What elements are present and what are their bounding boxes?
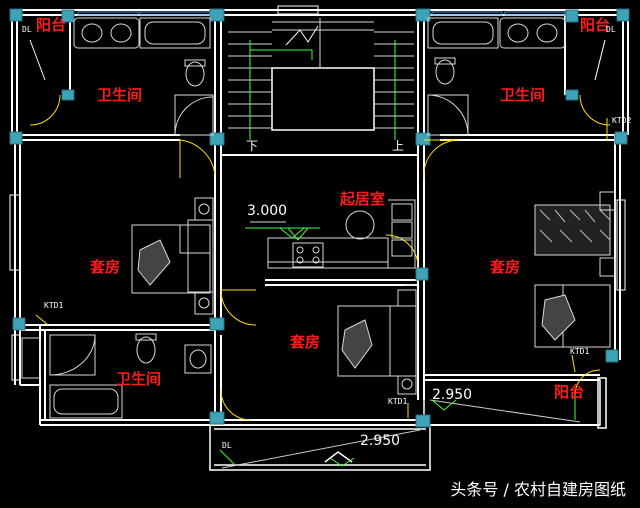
room-label-bath-top-left: 卫生间 (97, 86, 143, 104)
doors (29, 94, 611, 421)
staircase (228, 18, 414, 140)
room-label-balcony-top-right: 阳台 (580, 16, 611, 34)
room-label-balcony-top-left: 阳台 (36, 16, 67, 34)
yellow-ticks (35, 118, 608, 418)
room-label-bath-bottom-left: 卫生间 (116, 370, 162, 388)
bath-fixtures-top-left (73, 17, 214, 136)
stair-up-label: 上 (392, 139, 405, 153)
room-label-suite-left: 套房 (90, 258, 121, 276)
tag-dl-bottom: DL (222, 441, 232, 450)
structural-columns (9, 8, 630, 428)
elevation-balcony: 2.950 (432, 387, 473, 403)
elevation-living: 3.000 (247, 203, 288, 219)
tag-dl-top-left: DL (22, 25, 32, 34)
bed-left-suite (131, 197, 214, 315)
room-label-balcony-bottom-right: 阳台 (554, 383, 585, 401)
bed-center-suite (337, 284, 418, 395)
living-furniture (250, 199, 416, 269)
bed-right-suite (534, 191, 616, 348)
bath-fixtures-top-right (427, 17, 566, 136)
windows (9, 5, 626, 381)
right-balcony (423, 377, 607, 429)
watermark-text: 头条号 / 农村自建房图纸 (450, 480, 626, 499)
room-label-bath-top-right: 卫生间 (500, 86, 546, 104)
bath-fixtures-bottom-left (21, 333, 212, 419)
tag-ktd1-left: KTD1 (44, 301, 64, 310)
bottom-balcony (209, 424, 431, 471)
elevation-bottom-balcony: 2.950 (360, 433, 401, 449)
room-label-living: 起居室 (340, 190, 386, 208)
room-label-suite-center: 套房 (290, 333, 321, 351)
level-markers (29, 39, 606, 467)
tag-ktd1-right: KTD1 (570, 347, 590, 356)
tag-ktd2: KTD2 (612, 116, 632, 125)
room-label-suite-right: 套房 (490, 258, 521, 276)
tag-ktd1-center: KTD1 (388, 397, 408, 406)
stair-down-label: 下 (246, 139, 259, 153)
tag-dl-top-right: DL (606, 25, 616, 34)
